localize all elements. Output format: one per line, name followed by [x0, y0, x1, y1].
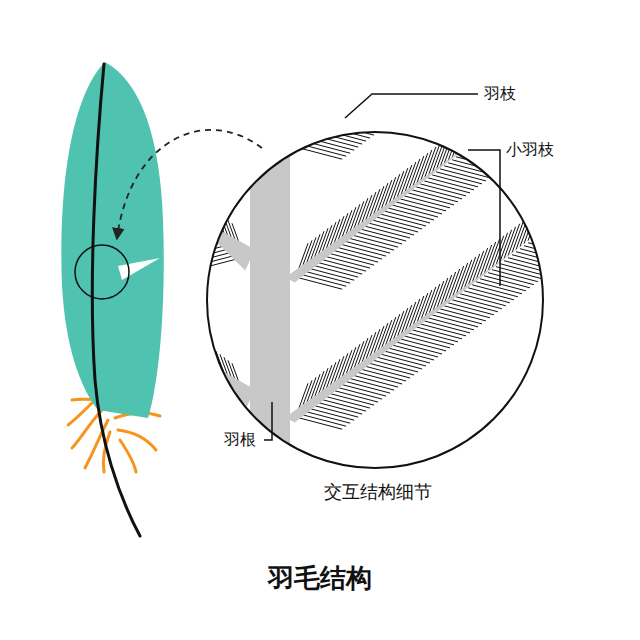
- leader-lines: [264, 94, 500, 440]
- part-label: 羽枝: [482, 84, 518, 103]
- detail-caption: 交互结构细节: [322, 481, 434, 503]
- barbules: [142, 181, 244, 269]
- part-label: 小羽枝: [504, 140, 556, 159]
- barb: [285, 240, 529, 423]
- diagram-title: 羽毛结构: [268, 563, 372, 594]
- part-label: 羽根: [222, 430, 258, 449]
- vane-gap: [118, 258, 160, 280]
- barb: [194, 128, 255, 180]
- barb: [285, 136, 482, 283]
- magnify-spot: [75, 245, 129, 299]
- feather-vane: [61, 62, 163, 418]
- feather-shaft: [92, 64, 140, 536]
- barb: [186, 212, 255, 271]
- barbules: [296, 23, 462, 159]
- barbules: [134, 315, 244, 409]
- barbules: [150, 97, 244, 179]
- barb: [285, 54, 418, 153]
- detail-structure: [134, 23, 574, 490]
- detail-circle: [207, 132, 543, 468]
